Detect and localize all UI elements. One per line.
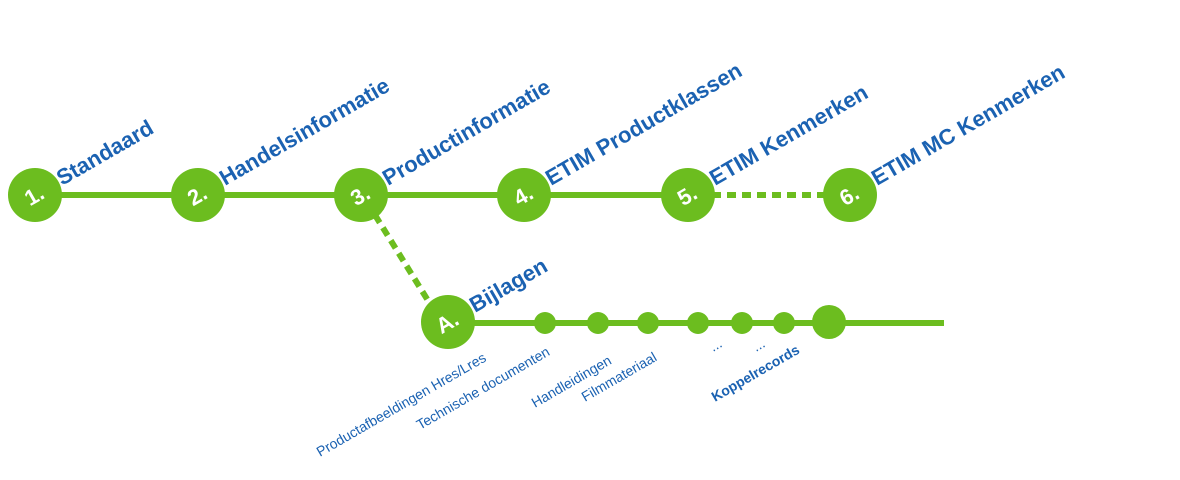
step-4-node [497, 168, 551, 222]
branch-a-node [421, 295, 475, 349]
step-2-node [171, 168, 225, 222]
branch-dot-1 [534, 312, 556, 334]
step-3-node [334, 168, 388, 222]
dotted-connector-branch [372, 213, 435, 309]
step-6-node [823, 168, 877, 222]
step-6-label: ETIM MC Kenmerken [867, 59, 1069, 190]
branch-item-6-label: ... [750, 335, 768, 355]
branch-dot-7 [812, 305, 846, 339]
branch-a-label: Bijlagen [465, 253, 552, 317]
step-1-node [8, 168, 62, 222]
branch-dot-2 [587, 312, 609, 334]
branch-dot-6 [773, 312, 795, 334]
branch-dot-4 [687, 312, 709, 334]
branch-dot-3 [637, 312, 659, 334]
branch-dot-5 [731, 312, 753, 334]
branch-item-5-label: ... [707, 335, 725, 355]
step-5-node [661, 168, 715, 222]
step-1: 1. Standaard [8, 115, 158, 222]
step-1-label: Standaard [52, 115, 158, 190]
branch-a: A. Bijlagen [421, 253, 552, 349]
